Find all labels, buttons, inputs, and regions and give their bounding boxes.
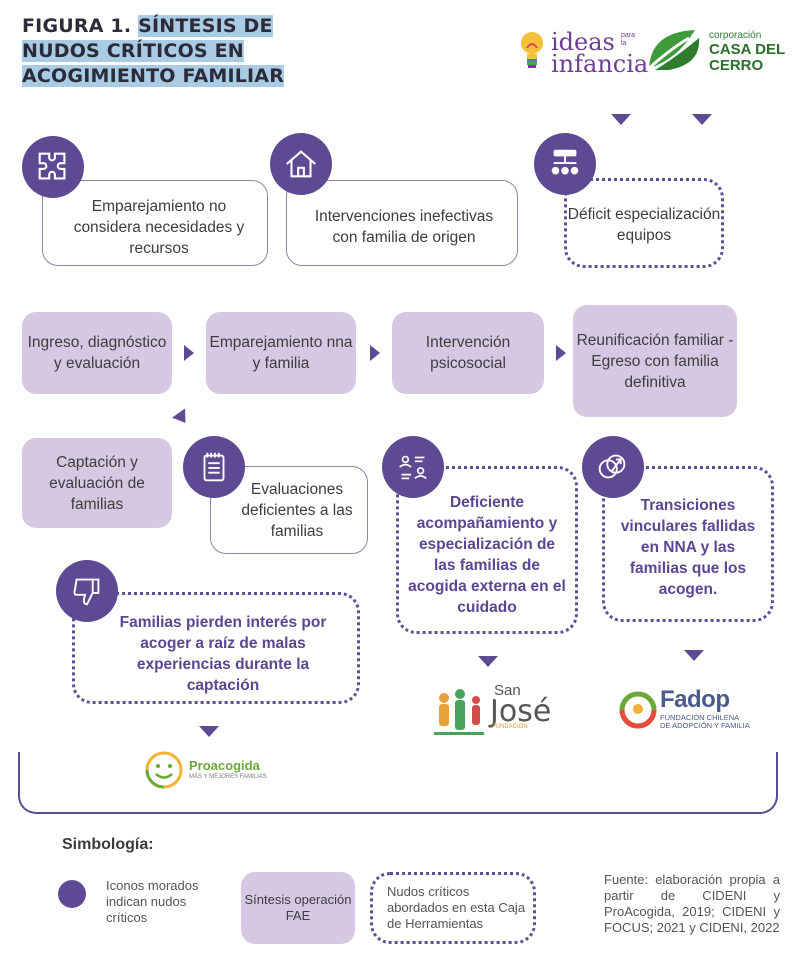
arrow-down-icon (199, 726, 219, 737)
puzzle-icon (22, 136, 84, 198)
critical-node-foster-support: Deficiente acompañamiento y especializac… (396, 466, 578, 634)
arrow-down-icon (692, 114, 712, 125)
process-recruitment: Captación y evaluación de familias (22, 438, 172, 528)
process-reunification: Reunificación familiar - Egreso con fami… (573, 305, 737, 417)
legend-purple-dot-icon (58, 880, 86, 908)
arrow-right-icon (370, 345, 380, 361)
arrow-right-icon (184, 345, 194, 361)
smiley-icon (145, 751, 183, 789)
ideas-para-la-infancia-logo: ideas para la infancia (519, 28, 648, 78)
arrow-down-icon (684, 650, 704, 661)
process-psychosocial: Intervención psicosocial (392, 312, 544, 394)
source-note: Fuente: elaboración propia a partir de C… (604, 872, 780, 935)
leaf-icon (645, 30, 700, 72)
notepad-icon (183, 436, 245, 498)
proacogida-logo: Proacogida MÁS Y MEJORES FAMILIAS (144, 748, 284, 790)
team-icon (534, 133, 596, 195)
lightbulb-icon (521, 32, 543, 68)
people-icon (382, 436, 444, 498)
figure-title: FIGURA 1. SÍNTESIS DE NUDOS CRÍTICOS EN … (22, 14, 352, 89)
critical-node-families-lose-interest: Familias pierden interés por acoger a ra… (72, 592, 360, 704)
critical-node-team-specialization: Déficit especialización equipos (564, 178, 724, 268)
arrow-down-icon (478, 656, 498, 667)
critical-node-interventions: Intervenciones inefectivas con familia d… (286, 180, 518, 266)
transition-icon (582, 436, 644, 498)
arrow-down-left-icon (172, 408, 192, 428)
arrow-right-icon (556, 345, 566, 361)
process-matching: Emparejamiento nna y familia (206, 312, 356, 394)
figure-title-prefix: FIGURA 1. (22, 15, 132, 37)
house-icon (270, 133, 332, 195)
figure-title-text: SÍNTESIS DE NUDOS CRÍTICOS EN ACOGIMIENT… (22, 15, 285, 87)
legend-synthesis-box: Síntesis operación FAE (241, 872, 355, 944)
fundacion-san-jose-logo: San José FUNDACIÓN (432, 682, 551, 738)
thumbs-down-icon (56, 560, 118, 622)
arrow-down-icon (611, 114, 631, 125)
family-figures-icon (434, 689, 484, 735)
process-intake: Ingreso, diagnóstico y evaluación (22, 312, 172, 394)
critical-node-matching: Emparejamiento no considera necesidades … (42, 180, 268, 266)
fadop-emblem-icon (619, 691, 657, 729)
legend-heading: Simbología: (62, 836, 154, 853)
institutions-frame (18, 752, 778, 814)
legend-addressed-box: Nudos críticos abordados en esta Caja de… (370, 872, 536, 944)
legend-icons-text: Iconos morados indican nudos críticos (106, 878, 199, 925)
